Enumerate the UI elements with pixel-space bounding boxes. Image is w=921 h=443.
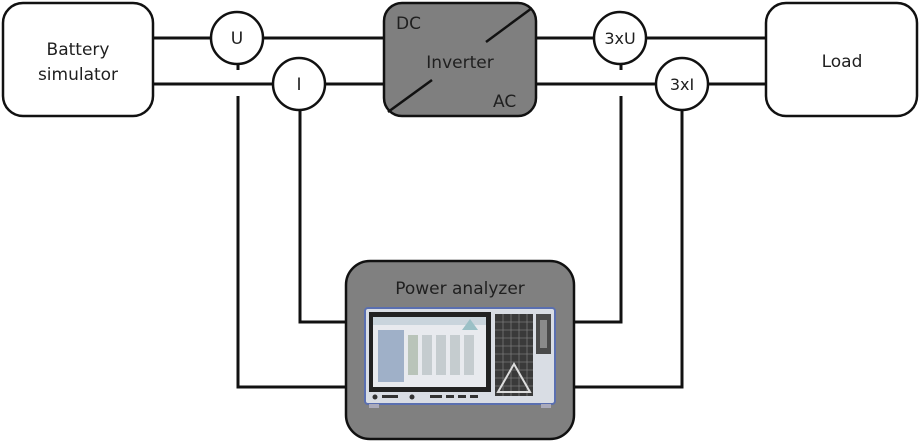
battery-label-line1: Battery	[47, 40, 110, 60]
meter-i: I	[271, 56, 327, 112]
inverter-ac-label: AC	[493, 92, 516, 112]
battery-simulator-block: Battery simulator	[1, 1, 155, 118]
meter-3u: 3xU	[592, 10, 648, 66]
lead-3i	[573, 110, 684, 389]
power-analyzer-block: Power analyzer	[344, 259, 576, 441]
meter-3i: 3xI	[654, 56, 710, 112]
inverter-diagonal-bottom	[387, 78, 433, 114]
inverter-label: Inverter	[426, 53, 493, 73]
battery-label-line2: simulator	[38, 65, 118, 85]
meter-u-label: U	[231, 29, 243, 49]
meter-u: U	[209, 10, 265, 66]
power-analyzer-device-image	[364, 307, 556, 408]
power-analyzer-label: Power analyzer	[395, 279, 525, 299]
load-label: Load	[822, 52, 863, 72]
lead-u	[236, 96, 346, 389]
lead-i	[298, 110, 366, 324]
meter-3u-label: 3xU	[604, 29, 635, 48]
load-block: Load	[764, 1, 919, 118]
inverter-dc-label: DC	[396, 14, 421, 34]
meter-3i-label: 3xI	[670, 75, 694, 94]
device-logo-icon	[496, 361, 532, 393]
lead-3u	[560, 96, 623, 324]
meter-i-label: I	[296, 75, 301, 95]
wires	[152, 36, 768, 389]
inverter-diagonal-top	[485, 6, 533, 44]
inverter-block: DC Inverter AC	[382, 1, 538, 118]
